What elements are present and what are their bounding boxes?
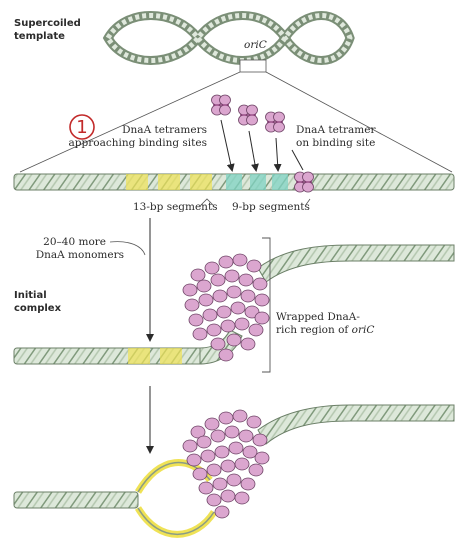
9bp-site-2 xyxy=(250,174,266,190)
bound-tetramer-pointer xyxy=(291,149,304,171)
wrapped-label-line1: Wrapped DnaA- xyxy=(276,311,360,323)
more-dnaa-label-line1: 20–40 more xyxy=(43,236,106,248)
tetramers-label-line2: approaching binding sites xyxy=(69,137,207,149)
9bp-site-3 xyxy=(272,174,288,190)
supercoiled-label-line2: template xyxy=(14,31,65,42)
zoom-line-right xyxy=(265,71,453,173)
initial-complex-dna xyxy=(13,244,455,365)
bound-dnaa-tetramer xyxy=(293,171,315,193)
initial-complex-label-line1: Initial xyxy=(14,290,47,301)
bound-tetramer-label-line1: DnaA tetramer xyxy=(296,124,376,136)
13bp-site-1 xyxy=(126,174,148,190)
dnaa-cluster-open xyxy=(182,409,270,519)
bound-tetramer-label-line2: on binding site xyxy=(296,137,375,149)
13bp-site-2 xyxy=(158,174,180,190)
13bp-segments-label: 13-bp segments xyxy=(133,201,218,213)
13bp-site-3 xyxy=(190,174,212,190)
linear-dna-oric xyxy=(13,171,455,193)
supercoiled-template xyxy=(102,11,355,73)
9bp-site-1 xyxy=(226,174,242,190)
arrow-tetramer-3 xyxy=(273,137,282,172)
oric-label-top: oriC xyxy=(244,39,267,51)
tetramers-label-line1: DnaA tetramers xyxy=(122,124,207,136)
step-number-text: 1 xyxy=(76,117,87,138)
supercoiled-label-line1: Supercoiled xyxy=(14,18,81,29)
wrapped-label-line2: rich region of oriC xyxy=(276,324,374,336)
step-number-badge: 1 xyxy=(69,114,95,140)
zoom-line-left xyxy=(19,71,241,173)
wrapped-region-bracket xyxy=(262,237,271,373)
more-dnaa-label-line2: DnaA monomers xyxy=(36,249,124,261)
initial-complex-label-line2: complex xyxy=(14,303,62,314)
arrow-tetramer-1 xyxy=(220,119,235,172)
arrow-tetramer-2 xyxy=(248,130,259,172)
9bp-segments-label: 9-bp segments xyxy=(232,201,310,213)
